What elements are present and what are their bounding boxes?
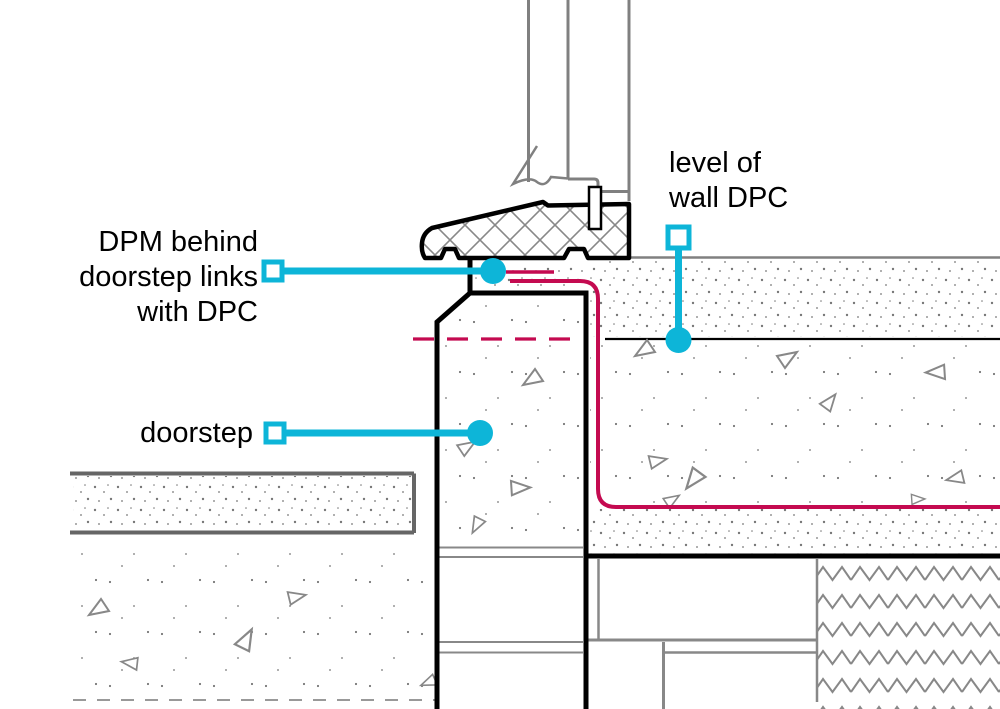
external-ground <box>72 537 583 701</box>
wall-dpc-leader-dot <box>665 327 692 353</box>
doorstep-block <box>434 260 589 709</box>
leader-dots <box>467 258 692 446</box>
insulation <box>815 559 1000 709</box>
dpm-label-line3: with DPC <box>137 296 258 328</box>
dpm-label-line1: DPM behind <box>98 226 258 258</box>
wall-dpc-label-line2: wall DPC <box>669 182 789 214</box>
leader-lines <box>282 248 682 437</box>
dpm-leader-dot <box>480 258 506 284</box>
floor-screed <box>473 256 1000 337</box>
door-weatherbar <box>509 145 569 187</box>
mortar-joints <box>439 546 583 654</box>
blinding-layer <box>585 509 1000 559</box>
wall-dpc-label: level of wall DPC <box>669 146 788 216</box>
door-frame <box>527 0 631 201</box>
water-bar <box>587 185 603 231</box>
doorstep-leader-dot <box>467 420 493 446</box>
leader-squares <box>261 224 692 445</box>
dpm-line <box>510 279 1000 509</box>
sill-section <box>419 199 632 261</box>
wall-dpc-label-line1: level of <box>669 147 761 179</box>
door-sill <box>419 185 632 261</box>
dpm-leader-square <box>261 259 285 283</box>
doorstep-label: doorstep <box>140 416 253 451</box>
blockwork <box>586 559 816 709</box>
dpm-label: DPM behind doorstep links with DPC <box>79 225 258 330</box>
doorstep-outline <box>434 260 589 709</box>
doorstep-label-text: doorstep <box>140 417 253 449</box>
doorstep-leader-square <box>263 421 287 445</box>
external-paving-slab <box>70 471 416 535</box>
dpm-label-line2: doorstep links <box>79 261 258 293</box>
floor-slab <box>590 337 1000 510</box>
membranes <box>413 270 1000 509</box>
wall-dpc-leader-square <box>665 224 692 251</box>
